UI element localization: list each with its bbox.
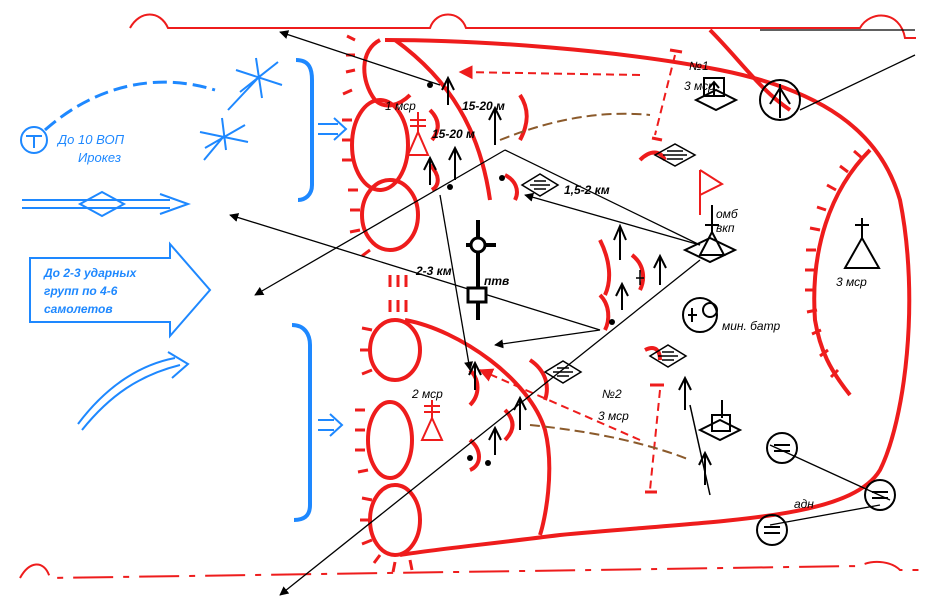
- mortar-battery-symbol: [682, 297, 718, 333]
- strike-label-line3: самолетов: [44, 302, 113, 316]
- vkp-label: вкп: [716, 221, 735, 235]
- artillery-battalion-symbols: [756, 432, 896, 546]
- strike-label-line1: До 2-3 ударных: [43, 266, 138, 280]
- trench-ticks-right-teeth: [805, 149, 863, 379]
- platoon-arcs: [428, 93, 667, 472]
- command-post: [682, 205, 738, 264]
- vop-icon: [20, 126, 48, 154]
- unit-symbols: [423, 75, 712, 485]
- reserve-circle-symbol: [759, 79, 801, 121]
- movement-arrows: [229, 29, 916, 596]
- company-hq-1: [693, 77, 739, 112]
- enemy-helicopter-icon: [199, 57, 283, 161]
- black-dots: [427, 82, 615, 466]
- no2-label: №2: [602, 387, 622, 401]
- company-hq-2: [697, 400, 743, 442]
- dist-15-20-mid: 15-20 м: [432, 127, 475, 141]
- dist-15-20-top: 15-20 м: [462, 99, 505, 113]
- enemy-brackets: [291, 58, 314, 522]
- irokez-label: Ирокез: [78, 150, 121, 165]
- omb-label: омб: [716, 207, 739, 221]
- top-boundary-line: [129, 13, 916, 39]
- dist-2-3: 2-3 км: [415, 264, 452, 278]
- ptv-label: птв: [484, 274, 509, 288]
- route-lines: [499, 112, 691, 461]
- bottom-boundary-line: [19, 560, 920, 580]
- ptv-aircraft-symbol: [466, 220, 496, 320]
- trench-1msr-top: [350, 38, 422, 557]
- msr3-top-label: 3 мср: [684, 79, 715, 93]
- red-triangle-left-bottom: [420, 400, 444, 441]
- enemy-attack-arrow: [77, 351, 190, 431]
- trench-ticks-left: [342, 34, 414, 573]
- adn-label: адн: [794, 497, 814, 511]
- red-line-ticks: [645, 48, 683, 494]
- enemy-short-arrows: [318, 117, 348, 437]
- msr3-bottom-label: 3 мср: [598, 409, 629, 423]
- red-triangle-left-top: [406, 112, 430, 156]
- tank-symbols: [520, 143, 697, 384]
- no1-label: №1: [689, 59, 709, 73]
- strike-label-line2: групп по 4-6: [44, 284, 118, 298]
- red-fire-lines: [458, 54, 676, 491]
- trench-ticks-right: [812, 148, 872, 397]
- platoon-markers: [636, 270, 711, 496]
- vop-label: До 10 ВОП: [56, 132, 125, 147]
- msr1-label: 1 мср: [385, 99, 416, 113]
- command-flag: [699, 169, 725, 215]
- msr2-label: 2 мср: [411, 387, 443, 401]
- enemy-mech-arrow: [22, 190, 191, 218]
- artillery-battery-symbol: [843, 218, 881, 269]
- msr3-right-label: 3 мср: [836, 275, 867, 289]
- enemy-air-strike-arrow: [29, 241, 212, 339]
- enemy-helicopter-path: [44, 80, 216, 132]
- min-batr-label: мин. батр: [722, 319, 780, 333]
- dist-1-5-2: 1,5-2 км: [564, 183, 610, 197]
